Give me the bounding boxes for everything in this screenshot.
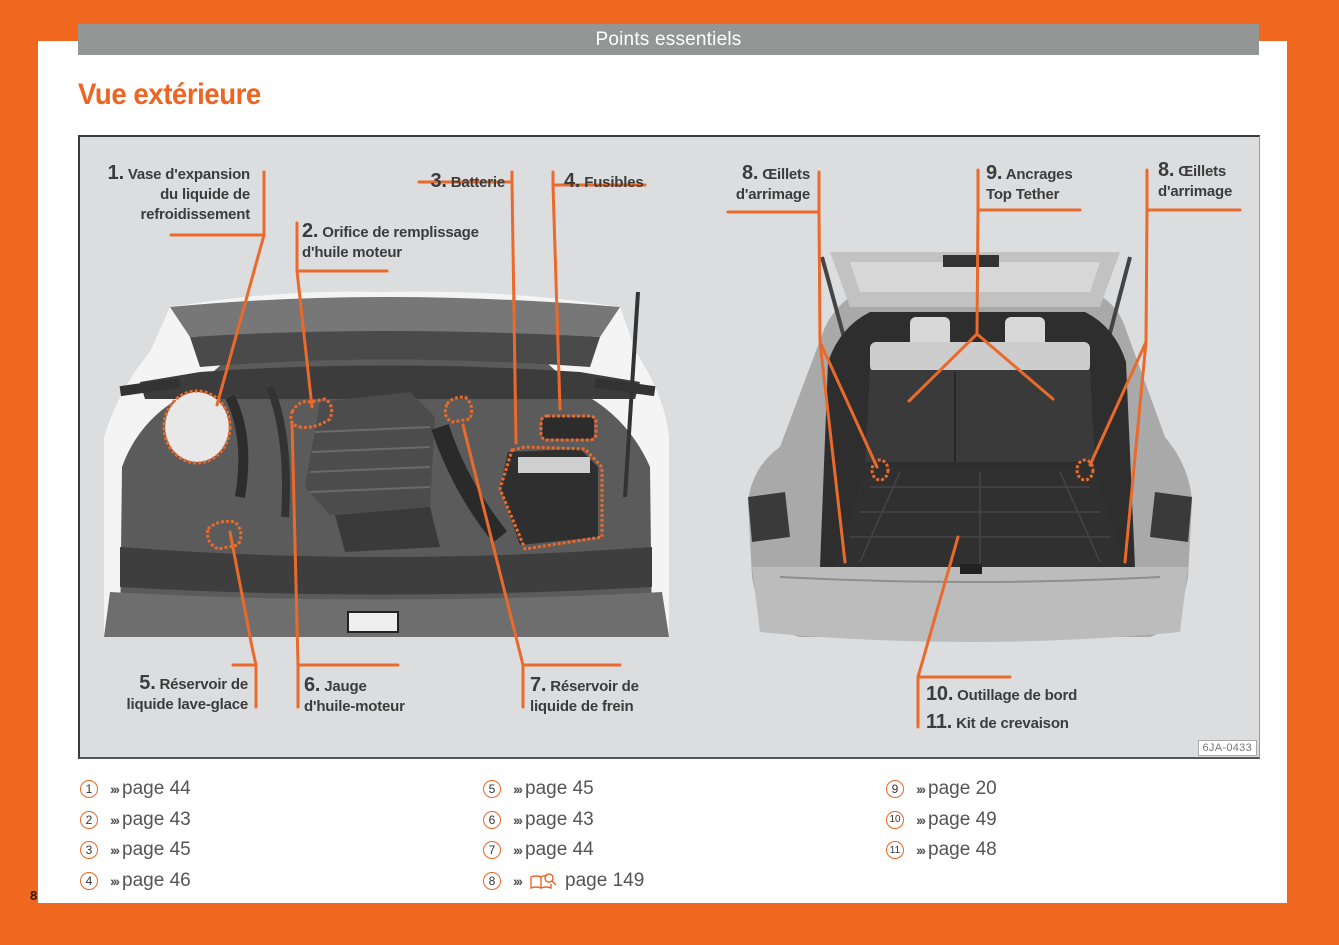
callout-number-badge: 4 [80,871,98,890]
page-link[interactable]: 45 [572,778,594,800]
page-label: page [122,869,165,891]
arrow-icon: ››› [513,842,523,859]
book-search-icon [530,873,557,889]
page-link[interactable]: 49 [975,808,997,830]
arrow-icon: ››› [513,781,523,798]
page-link[interactable]: 44 [572,839,594,861]
references-column-3: 9 ››› page 20 10 ››› page 49 11 ››› page… [886,774,997,866]
callout-7: 7. Réservoir de liquide de frein [530,674,639,715]
arrow-icon: ››› [513,811,523,828]
reference-item[interactable]: 8 ››› page 149 [483,866,644,897]
page-link[interactable]: 45 [169,839,191,861]
callout-6: 6. Jauge d'huile-moteur [304,674,405,715]
callout-number-badge: 3 [80,841,98,860]
page-link[interactable]: 43 [169,808,191,830]
reference-item[interactable]: 10 ››› page 49 [886,805,997,836]
arrow-icon: ››› [110,842,120,859]
callout-10-11: 10. Outillage de bord 11. Kit de crevais… [926,683,1078,733]
callout-5: 5. Réservoir de liquide lave-glace [126,672,249,713]
callout-number-badge: 1 [80,780,98,799]
open-trunk-photo [748,252,1192,642]
references-column-1: 1 ››› page 44 2 ››› page 43 3 ››› page 4… [80,774,191,896]
callout-8-left: 8. Œillets d'arrimage [735,162,810,203]
callout-1: 1. Vase d'expansion du liquide de refroi… [107,162,251,223]
section-title: Points essentiels [595,28,742,50]
arrow-icon: ››› [916,781,926,798]
page-link[interactable]: 149 [612,869,645,891]
callout-3: 3. Batterie [430,170,505,192]
reference-item[interactable]: 4 ››› page 46 [80,866,191,897]
page-label: page [122,839,165,861]
reference-item[interactable]: 1 ››› page 44 [80,774,191,805]
page-link[interactable]: 44 [169,778,191,800]
callout-number-badge: 11 [886,841,904,860]
reference-item[interactable]: 2 ››› page 43 [80,805,191,836]
callout-9: 9. Ancrages Top Tether [986,162,1073,203]
highlight-outlines [162,389,1095,551]
callout-number-badge: 9 [886,780,904,799]
callout-number-badge: 5 [483,780,501,799]
section-header: Points essentiels [78,24,1259,55]
engine-compartment-photo [104,291,669,637]
page-label: page [525,839,568,861]
callout-number-badge: 2 [80,810,98,829]
arrow-icon: ››› [513,872,523,889]
callout-number-badge: 8 [483,871,501,890]
callout-leader-lines [169,168,1242,729]
arrow-icon: ››› [110,811,120,828]
page-number: 8 [30,888,38,903]
page-label: page [525,778,568,800]
reference-item[interactable]: 7 ››› page 44 [483,835,644,866]
page-link[interactable]: 43 [572,808,594,830]
page-label: page [928,778,971,800]
page-label: page [122,808,165,830]
page-title: Vue extérieure [78,78,261,111]
figure-reference-code: 6JA-0433 [1197,740,1257,756]
page-link[interactable]: 20 [975,778,997,800]
reference-item[interactable]: 11 ››› page 48 [886,835,997,866]
arrow-icon: ››› [110,781,120,798]
exterior-view-figure: 1. Vase d'expansion du liquide de refroi… [78,135,1260,759]
callout-number-badge: 7 [483,841,501,860]
page-link[interactable]: 46 [169,869,191,891]
page-label: page [928,808,971,830]
callout-2: 2. Orifice de remplissage d'huile moteur [302,220,479,261]
page-link[interactable]: 48 [975,839,997,861]
reference-item[interactable]: 9 ››› page 20 [886,774,997,805]
arrow-icon: ››› [916,842,926,859]
callout-number-badge: 10 [886,810,904,829]
arrow-icon: ››› [110,872,120,889]
reference-item[interactable]: 6 ››› page 43 [483,805,644,836]
references-column-2: 5 ››› page 45 6 ››› page 43 7 ››› page 4… [483,774,644,896]
page-label: page [565,869,608,891]
arrow-icon: ››› [916,811,926,828]
callout-4: 4. Fusibles [564,170,644,192]
page-label: page [122,778,165,800]
callout-number-badge: 6 [483,810,501,829]
page-label: page [525,808,568,830]
callout-8-right: 8. Œillets d'arrimage [1158,159,1233,200]
reference-item[interactable]: 3 ››› page 45 [80,835,191,866]
figure-illustration [104,168,1242,729]
page-label: page [928,839,971,861]
reference-item[interactable]: 5 ››› page 45 [483,774,644,805]
